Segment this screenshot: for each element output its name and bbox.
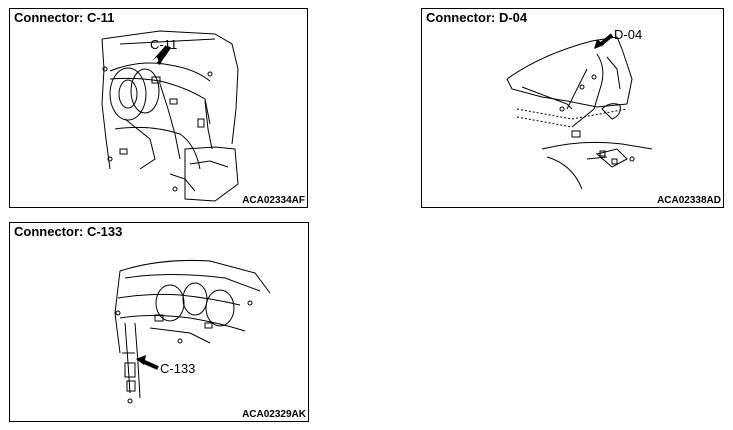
door-harness-illustration: D-04 bbox=[506, 27, 653, 190]
connector-panel-c-11: Connector: C-11 bbox=[9, 8, 308, 208]
connector-panel-c-133: Connector: C-133 bbox=[9, 222, 309, 422]
callout-label: C-133 bbox=[160, 361, 195, 376]
figure-code: ACA02329AK bbox=[242, 409, 306, 420]
connector-panel-d-04: Connector: D-04 bbox=[421, 8, 724, 208]
callout-label: C-11 bbox=[150, 37, 177, 52]
side-harness-illustration: C-133 bbox=[114, 259, 271, 404]
dashboard-harness-illustration: C-11 bbox=[101, 30, 239, 202]
figure-code: ACA02338AD bbox=[657, 195, 721, 206]
callout-arrow bbox=[141, 359, 159, 370]
panel-title: Connector: C-133 bbox=[14, 224, 123, 239]
panel-title: Connector: D-04 bbox=[426, 10, 528, 25]
callout-arrow bbox=[152, 45, 168, 65]
panel-title: Connector: C-11 bbox=[14, 10, 115, 25]
figure-code: ACA02334AF bbox=[242, 195, 305, 206]
callout-label: D-04 bbox=[614, 27, 642, 42]
